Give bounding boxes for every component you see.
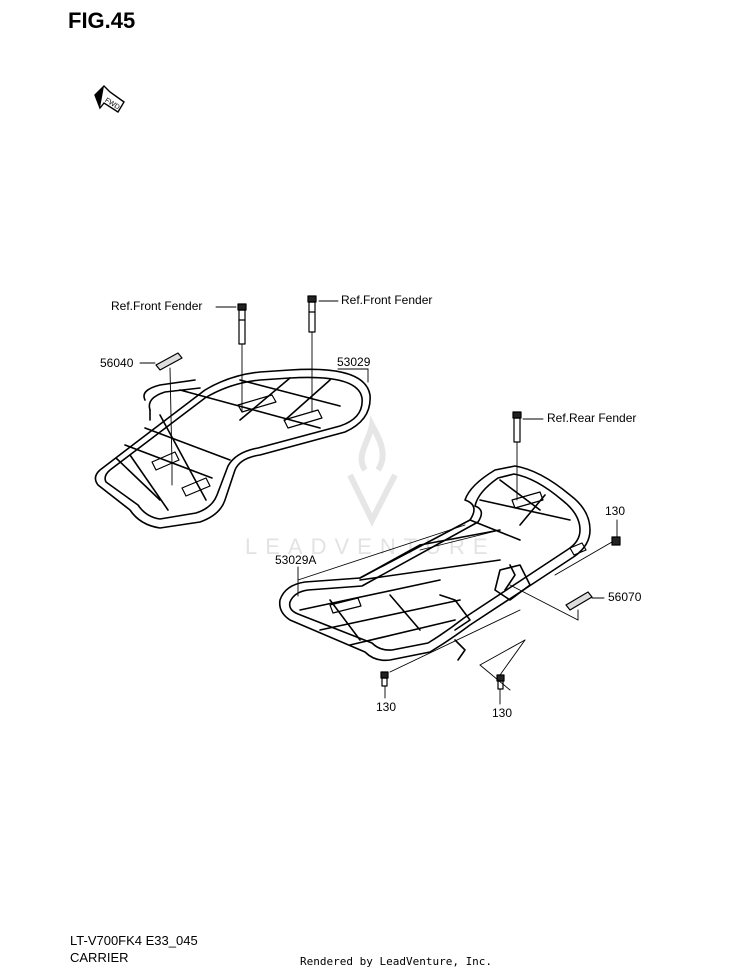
rendered-by-credit: Rendered by LeadVenture, Inc. [300, 955, 493, 968]
label-part-53029: 53029 [337, 355, 371, 369]
label-ref-rear-fender: Ref.Rear Fender [547, 411, 637, 425]
label-part-53029A: 53029A [275, 553, 317, 567]
label-part-130-bottom-right: 130 [492, 706, 513, 720]
bolt-ref-front-fender-left [237, 303, 247, 345]
watermark-logo [347, 415, 398, 527]
bolt-ref-rear-fender [512, 411, 522, 443]
leader-lines [139, 300, 618, 705]
bolt-ref-front-fender-right [307, 295, 317, 333]
footer-model-code: LT-V700FK4 E33_045 [70, 933, 198, 948]
front-carrier-53029 [94, 368, 371, 529]
strip-56070 [565, 591, 593, 611]
fwd-arrow-icon: FWD [94, 85, 125, 113]
label-part-130-bottom-left: 130 [376, 700, 397, 714]
bolt-130-bottom-left [380, 671, 389, 687]
bolt-130-right [611, 536, 621, 546]
footer-section-name: CARRIER [70, 950, 129, 965]
label-part-130-right: 130 [605, 504, 626, 518]
label-ref-front-fender-left: Ref.Front Fender [111, 299, 203, 313]
rear-carrier-53029A [278, 465, 591, 662]
strip-56040 [155, 352, 183, 371]
front-carrier-mount-plates [151, 394, 323, 497]
label-ref-front-fender-right: Ref.Front Fender [341, 293, 433, 307]
figure-title: FIG.45 [68, 8, 136, 33]
rear-carrier-mount-plates [329, 491, 587, 614]
label-part-56070: 56070 [608, 590, 642, 604]
label-part-56040: 56040 [100, 356, 134, 370]
